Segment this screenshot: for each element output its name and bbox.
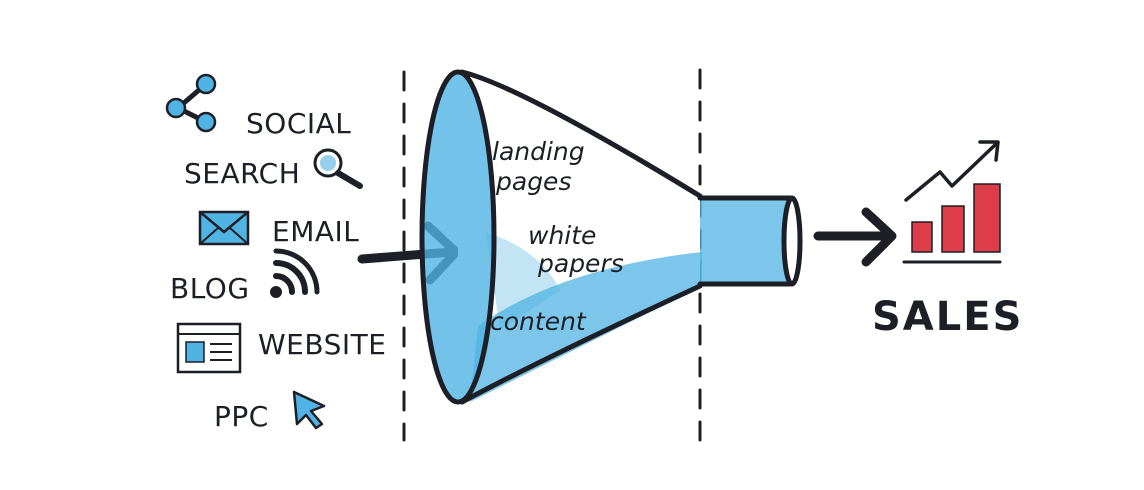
funnel-stage-1-line1: landing — [492, 137, 585, 166]
output-arrow — [813, 207, 897, 267]
browser-window-icon — [176, 322, 242, 374]
share-icon — [165, 73, 217, 133]
funnel-stage-2-line2: papers — [537, 249, 624, 278]
traffic-sources: SOCIAL SEARCH EMAIL BLOG — [165, 73, 386, 433]
source-label-website: WEBSITE — [258, 328, 386, 361]
envelope-icon — [198, 210, 250, 246]
funnel-stage-2-line1: white — [528, 221, 596, 250]
source-label-social: SOCIAL — [246, 107, 351, 140]
source-label-blog: BLOG — [170, 272, 250, 305]
source-label-email: EMAIL — [272, 215, 359, 248]
source-label-search: SEARCH — [184, 157, 300, 190]
funnel-stage-1-line2: pages — [495, 167, 571, 196]
funnel: landing pages white papers content — [419, 69, 803, 405]
source-label-ppc: PPC — [214, 400, 269, 433]
cursor-arrow-icon — [292, 390, 326, 430]
funnel-stage-3-line1: content — [490, 307, 587, 336]
magnifier-icon — [313, 148, 363, 189]
sales-label: SALES — [872, 294, 1023, 340]
growth-bar-chart-icon — [902, 140, 1002, 264]
rss-feed-icon — [270, 248, 320, 298]
